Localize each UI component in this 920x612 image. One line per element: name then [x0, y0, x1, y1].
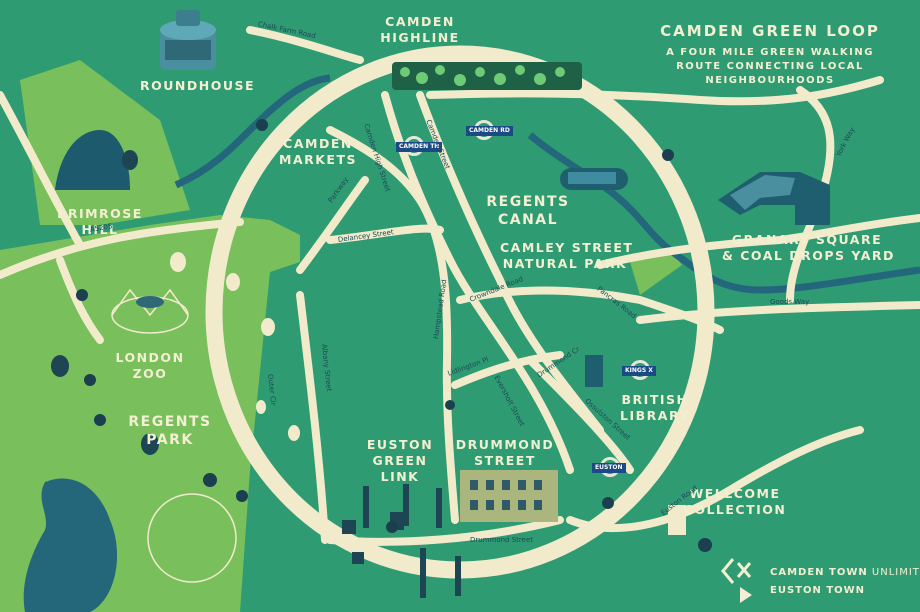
road-crowndale	[456, 286, 724, 334]
station-camden-tn: CAMDEN TN	[396, 136, 443, 158]
camden-town-logo-icon	[721, 558, 752, 603]
street-drummond-st: Drummond Street	[470, 536, 533, 544]
subtitle-line-1: A FOUR MILE GREEN WALKING	[666, 47, 874, 58]
station-camden-rd: CAMDEN RD	[466, 120, 513, 142]
road-ossulston	[526, 356, 634, 474]
british-library-line-2: LIBRARY	[620, 408, 690, 423]
zoo-pond	[136, 296, 164, 308]
label-london-zoo: LONDON ZOO	[110, 350, 190, 382]
euston-planters	[342, 484, 461, 598]
granary-square-line-1: GRANARY SQUARE	[731, 232, 883, 247]
canal-boat	[560, 168, 628, 190]
london-zoo-line-1: LONDON	[115, 350, 185, 365]
drummond-street-line-2: STREET	[474, 453, 536, 468]
road-chalk-farm	[246, 26, 364, 64]
subtitle-line-3: NEIGHBOURHOODS	[705, 75, 835, 86]
station-euston-label: EUSTON	[592, 463, 626, 473]
boating-lake	[23, 478, 118, 612]
drummond-street-line-1: DRUMMOND	[455, 437, 555, 452]
roundhouse-illustration	[160, 10, 216, 70]
road-primrose-west	[0, 91, 84, 249]
trees	[51, 150, 300, 455]
station-camden-rd-label: CAMDEN RD	[466, 126, 513, 136]
label-british-library: BRITISH LIBRARY	[610, 392, 700, 424]
logo-line-2: EUSTON TOWN	[770, 585, 866, 596]
camden-highline-line-1: CAMDEN	[385, 14, 455, 29]
british-library-book	[585, 355, 603, 387]
label-camley-street: CAMLEY STREET NATURAL PARK	[500, 240, 634, 272]
subtitle-line-2: ROUTE CONNECTING LOCAL	[676, 61, 864, 72]
road-albany	[296, 291, 329, 544]
canal-west	[174, 74, 331, 189]
granary-square-buildings	[718, 172, 830, 225]
road-parkway	[296, 176, 369, 274]
drummond-street-building	[460, 470, 558, 522]
road-pancras	[596, 214, 920, 269]
label-camden-highline: CAMDEN HIGHLINE	[380, 14, 460, 46]
label-granary-square: GRANARY SQUARE & COAL DROPS YARD	[722, 232, 895, 264]
camley-street-line-1: CAMLEY STREET	[500, 240, 634, 255]
inner-circle	[147, 493, 237, 583]
euston-green-link-line-1: EUSTON	[366, 437, 434, 452]
label-regents-park: REGENTS PARK	[120, 413, 220, 449]
station-kings-x: KINGS X	[622, 360, 662, 382]
road-livingston	[451, 351, 564, 389]
logo-unlimited: UNLIMITED	[871, 567, 920, 578]
camden-highline-line-2: HIGHLINE	[380, 30, 460, 45]
map-subtitle: A FOUR MILE GREEN WALKING ROUTE CONNECTI…	[640, 46, 900, 88]
primrose-hill-line-1: PRIMROSE	[57, 206, 143, 221]
map-title: CAMDEN GREEN LOOP	[660, 22, 880, 40]
label-drummond-street: DRUMMOND STREET	[455, 437, 555, 469]
label-roundhouse: ROUNDHOUSE	[140, 78, 256, 93]
wellcome-collection-line-2: COLLECTION	[683, 502, 787, 517]
label-wellcome-collection: WELLCOME COLLECTION	[680, 486, 790, 518]
road-highline-street	[426, 76, 884, 106]
road-zoo	[56, 256, 104, 344]
label-euston-green-link: EUSTON GREEN LINK	[365, 437, 435, 485]
euston-green-link-line-2: GREEN	[372, 453, 428, 468]
logo-camden-town: CAMDEN TOWN	[770, 567, 868, 578]
regents-canal-line-2: CANAL	[497, 212, 559, 228]
euston-green-link-line-3: LINK	[380, 469, 420, 484]
station-euston: EUSTON	[592, 457, 632, 479]
logo-line-1: CAMDEN TOWN UNLIMITED	[770, 567, 920, 578]
station-camden-tn-label: CAMDEN TN	[396, 142, 443, 152]
wellcome-sign	[668, 505, 686, 535]
road-hampstead	[326, 126, 459, 524]
primrose-hill-line-2: HILL	[81, 222, 119, 237]
station-kings-x-label: KINGS X	[622, 366, 656, 376]
regents-canal-line-1: REGENTS	[486, 194, 570, 210]
british-library-line-1: BRITISH	[621, 392, 689, 407]
wellcome-collection-line-1: WELLCOME	[689, 486, 781, 501]
london-zoo-line-2: ZOO	[132, 366, 168, 381]
granary-square-line-2: & COAL DROPS YARD	[722, 248, 895, 263]
label-primrose-hill: PRIMROSE HILL	[55, 206, 145, 238]
road-goods-way	[636, 301, 920, 324]
primrose-hill-mound	[55, 130, 130, 190]
camden-markets-line-1: CAMDEN	[283, 136, 353, 151]
camley-street-line-2: NATURAL PARK	[502, 256, 628, 271]
street-goods-way: Goods Way	[770, 298, 810, 306]
road-euston	[566, 426, 864, 533]
label-regents-canal: REGENTS CANAL	[478, 193, 578, 229]
camden-markets-line-2: MARKETS	[279, 152, 357, 167]
people-figures	[76, 119, 712, 552]
road-a5205	[0, 218, 244, 279]
label-camden-markets: CAMDEN MARKETS	[275, 136, 361, 168]
regents-park-line-2: PARK	[146, 432, 194, 448]
regents-park-line-1: REGENTS	[128, 414, 212, 430]
